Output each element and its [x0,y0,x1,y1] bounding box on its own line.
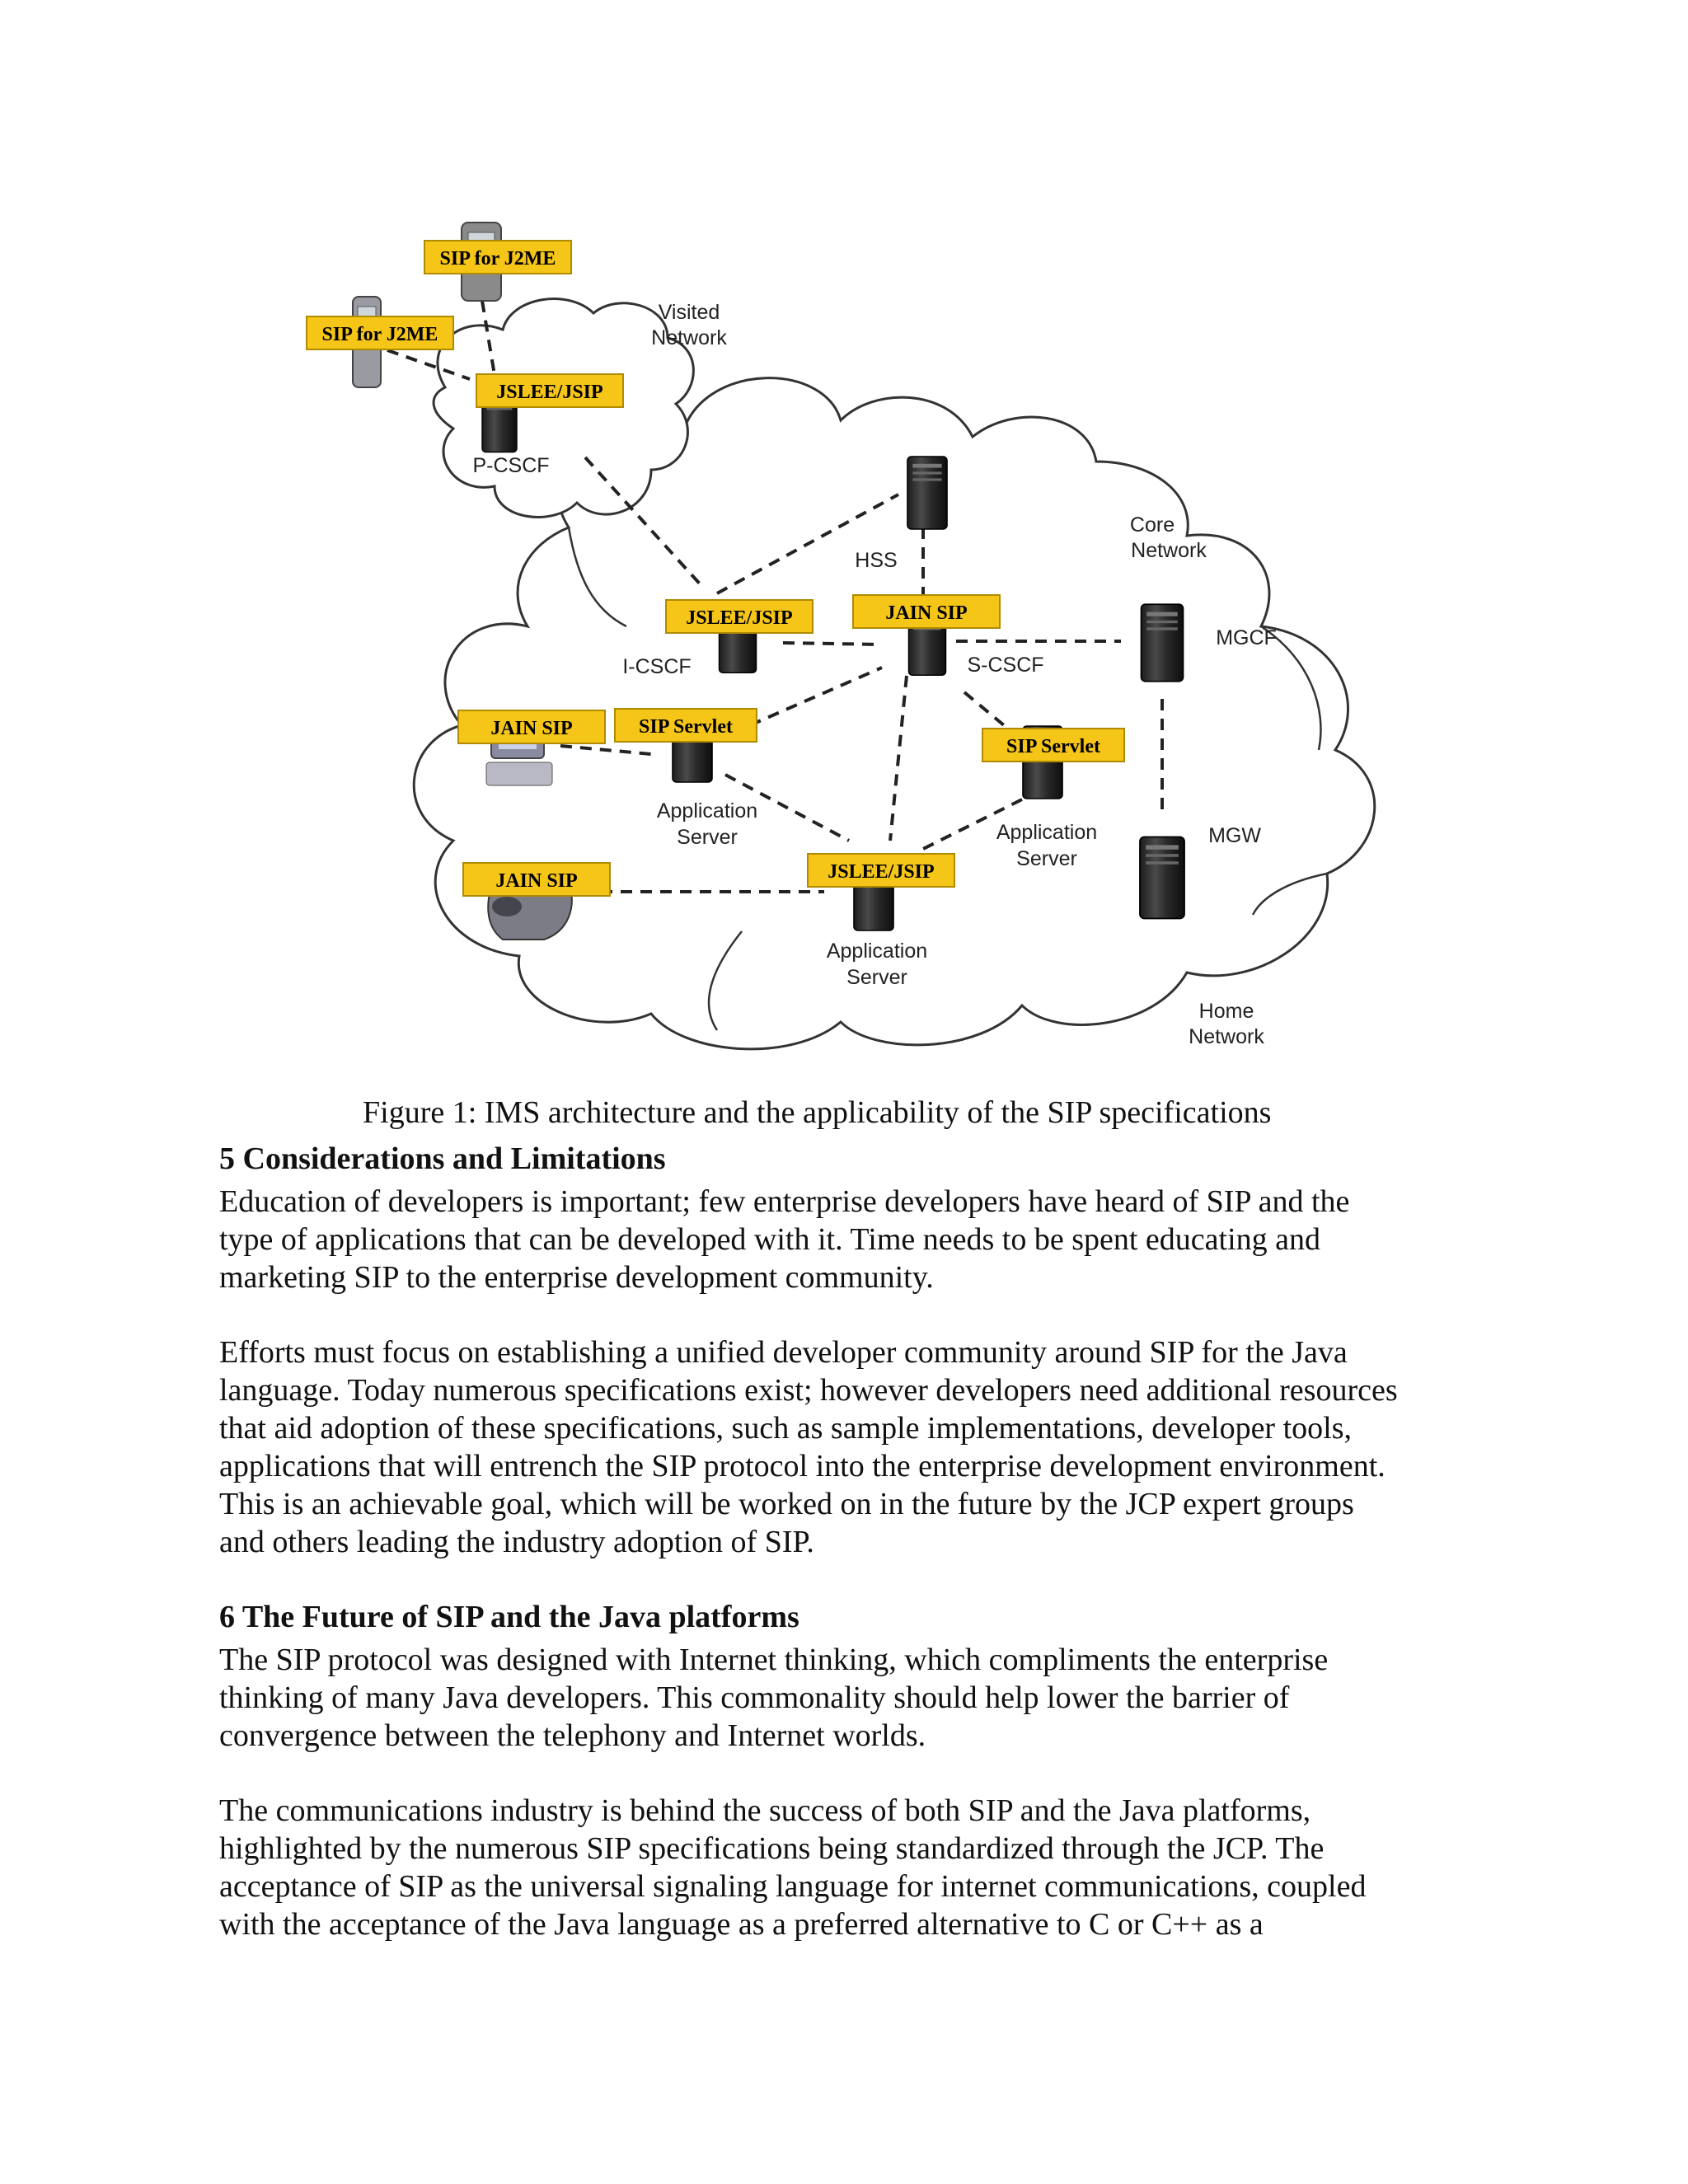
text-line: acceptance of SIP as the universal signa… [219,1869,1367,1904]
tag-sip-j2me-left: SIP for J2ME [322,324,438,345]
figure-caption: Figure 1: IMS architecture and the appli… [363,1095,1272,1130]
label-visited-network-1: Visited [659,301,720,324]
text-line: convergence between the telephony and In… [219,1718,926,1753]
section-6-heading: 6 The Future of SIP and the Java platfor… [219,1600,799,1634]
label-scscf: S-CSCF [967,654,1043,677]
text-line: type of applications that can be develop… [219,1222,1321,1257]
text-line: thinking of many Java developers. This c… [219,1680,1290,1715]
mgw-server-icon [1139,836,1185,920]
ims-architecture-figure: SIP for J2ME SIP for J2ME JSLEE/JSIP JSL… [306,222,1376,1051]
text-line: highlighted by the numerous SIP specific… [219,1831,1325,1866]
tag-sip-servlet-1: SIP Servlet [639,716,733,738]
tag-jslee-icscf: JSLEE/JSIP [686,607,792,629]
label-icscf: I-CSCF [622,655,691,678]
label-as3-2: Server [846,966,907,989]
section-5-paragraph-2: Efforts must focus on establishing a uni… [219,1333,1505,1561]
mgcf-server-icon [1140,603,1184,682]
label-mgcf: MGCF [1216,626,1277,649]
hss-server-icon [907,456,948,530]
tag-sip-j2me-top: SIP for J2ME [440,248,556,269]
tag-jslee-pcscf: JSLEE/JSIP [496,382,603,403]
label-hss: HSS [855,549,897,572]
tag-jslee-as3: JSLEE/JSIP [828,861,934,883]
text-line: with the acceptance of the Java language… [219,1907,1264,1942]
text-line: The SIP protocol was designed with Inter… [219,1643,1329,1677]
text-line: and others leading the industry adoption… [219,1525,814,1559]
label-home-network-2: Network [1189,1025,1264,1048]
label-core-network-2: Network [1131,539,1207,562]
text-line: This is an achievable goal, which will b… [219,1487,1354,1521]
text-line: marketing SIP to the enterprise developm… [219,1260,934,1295]
text-line: language. Today numerous specifications … [219,1373,1398,1408]
label-core-network-1: Core [1130,513,1175,537]
section-6-paragraph-2: The communications industry is behind th… [219,1792,1505,1943]
text-line: Education of developers is important; fe… [219,1184,1350,1219]
text-line: that aid adoption of these specification… [219,1411,1352,1446]
label-as2-1: Application [996,821,1097,844]
tag-jain-sip-left-2: JAIN SIP [495,870,577,892]
core-network-cloud [412,377,1376,1051]
tag-jain-sip-scscf: JAIN SIP [885,602,967,624]
label-mgw: MGW [1208,824,1261,847]
text-line: applications that will entrench the SIP … [219,1449,1386,1483]
label-as3-1: Application [827,940,927,963]
label-visited-network-2: Network [651,326,727,349]
tag-sip-servlet-2: SIP Servlet [1006,736,1100,757]
tag-jain-sip-left-1: JAIN SIP [490,718,572,739]
text-line: Efforts must focus on establishing a uni… [219,1335,1348,1370]
label-as1-1: Application [657,799,757,823]
section-5-paragraph-1: Education of developers is important; fe… [219,1183,1505,1296]
section-6-paragraph-1: The SIP protocol was designed with Inter… [219,1641,1505,1755]
section-5-heading: 5 Considerations and Limitations [219,1141,666,1176]
label-pcscf: P-CSCF [472,454,549,477]
label-home-network-1: Home [1199,1000,1254,1023]
label-as1-2: Server [677,826,738,849]
label-as2-2: Server [1016,847,1077,870]
text-line: The communications industry is behind th… [219,1793,1311,1828]
